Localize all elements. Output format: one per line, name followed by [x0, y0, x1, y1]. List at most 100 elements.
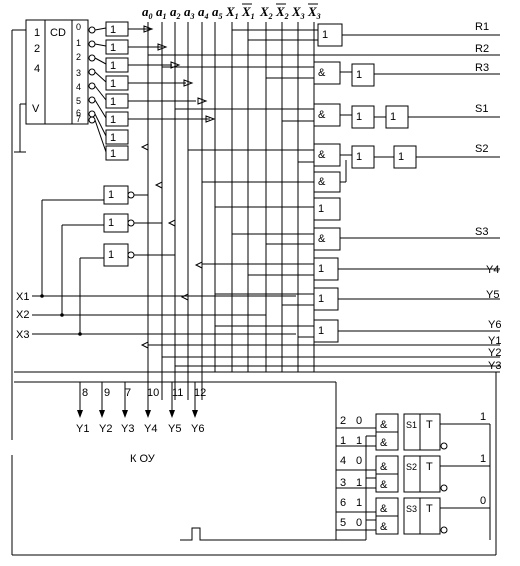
trig-left-4: 3	[340, 477, 346, 489]
y4-or-sym: 1	[318, 263, 324, 275]
out-s3: S3	[475, 226, 488, 238]
trig-and-sym-5: &	[380, 503, 388, 515]
out-y4: Y4	[486, 264, 499, 276]
out-y3: Y3	[488, 360, 501, 372]
bottom-out-y6: Y6	[191, 423, 204, 435]
decoder-out-3: 3	[76, 68, 81, 78]
y5-or-sym: 1	[318, 293, 324, 305]
trig-and-sym-4: &	[380, 479, 388, 491]
input-x2: X2	[16, 309, 29, 321]
mid-gate-sym-3: 1	[108, 249, 114, 261]
input-x1: X1	[16, 291, 29, 303]
left-inputs: X1 X2 X3	[16, 291, 296, 341]
s2-or-sym-2: 1	[398, 151, 404, 163]
left-gate-sym-4: 1	[110, 78, 116, 90]
left-gate-sym-5: 1	[110, 96, 116, 108]
decoder-input-v: V	[32, 103, 40, 115]
out-y1: Y1	[488, 335, 501, 347]
s2-or-sym-3: 1	[318, 203, 324, 215]
bus-label-a5: a5	[212, 4, 223, 21]
bottom-out-y4: Y4	[144, 423, 157, 435]
trig-left-6: 5	[340, 517, 346, 529]
trig-t-3: T	[426, 503, 433, 515]
decoder-out-1: 1	[76, 38, 81, 48]
trig-mid-4: 1	[356, 477, 362, 489]
bus-label-a0: a0	[142, 4, 153, 21]
bottom-num-12: 12	[194, 387, 206, 399]
trigger-block: & & & & & & S1 S2 S3 T T T 1 1 0 2 0 1 1…	[206, 411, 491, 541]
bus-label-a1: a1	[156, 4, 167, 21]
bus-label-x3: X3	[291, 4, 305, 21]
trig-left-3: 4	[340, 455, 346, 467]
bottom-out-y5: Y5	[168, 423, 181, 435]
bus-label-a3: a3	[184, 4, 195, 21]
decoder-out-4: 4	[76, 82, 81, 92]
bus-label-x2-bar: X2	[275, 4, 289, 21]
out-r2: R2	[475, 43, 489, 55]
s1-and-sym: &	[318, 109, 326, 121]
mid-gate-sym-2: 1	[108, 217, 114, 229]
bus-labels: a0 a1 a2 a3 a4 a5 X1 X1 X2 X2 X3 X3	[142, 3, 321, 21]
trig-s2: S2	[406, 462, 417, 472]
r3-and-sym: &	[318, 67, 326, 79]
out-y6: Y6	[488, 319, 501, 331]
left-gate-sym-8: 1	[110, 148, 116, 160]
trig-and-sym-1: &	[380, 419, 388, 431]
trig-mid-6: 0	[356, 517, 362, 529]
decoder-out-0: 0	[76, 22, 81, 32]
trig-mid-5: 1	[356, 497, 362, 509]
decoder-input-2: 2	[34, 43, 40, 55]
decoder-out-7: 7	[76, 114, 81, 124]
bottom-num-8: 8	[82, 387, 88, 399]
vertical-bus-lines	[147, 22, 315, 400]
trig-out-1: 1	[480, 411, 486, 423]
out-y2: Y2	[488, 347, 501, 359]
bus-label-a4: a4	[198, 4, 209, 21]
bottom-out-y1: Y1	[76, 423, 89, 435]
bottom-num-9: 9	[104, 387, 110, 399]
decoder-out-2: 2	[76, 52, 81, 62]
out-s1: S1	[475, 103, 488, 115]
left-gate-sym-7: 1	[110, 132, 116, 144]
r3-or-sym: 1	[356, 69, 362, 81]
trig-s3: S3	[406, 504, 417, 514]
bus-label-x1: X1	[225, 4, 239, 21]
bottom-num-7: 7	[125, 387, 131, 399]
right-gate-network: 1 & 1 & 1 1 & 1 1	[148, 23, 500, 367]
decoder-input-1: 1	[34, 27, 40, 39]
middle-left-gates: 1 1 1	[41, 185, 175, 335]
trig-mid-2: 1	[356, 435, 362, 447]
bottom-num-10: 10	[147, 387, 159, 399]
out-r3: R3	[475, 62, 489, 74]
s1-or-sym-1: 1	[356, 111, 362, 123]
input-x3: X3	[16, 329, 29, 341]
trig-s1: S1	[406, 420, 417, 430]
bottom-outputs: 8 9 7 10 11 12 Y1 Y2 Y3 Y4 Y5 Y6 К ОУ	[76, 382, 206, 465]
clock-pulse-icon	[180, 527, 206, 541]
out-y5: Y5	[486, 289, 499, 301]
center-label: К ОУ	[130, 453, 156, 465]
right-output-labels: R1 R2 R3 S1 S2 S3 Y4 Y5 Y6 Y1 Y2 Y3	[475, 21, 501, 372]
out-r1: R1	[475, 21, 489, 33]
mid-gate-sym-1: 1	[108, 189, 114, 201]
decoder-out-5: 5	[76, 96, 81, 106]
s2-and-sym-2: &	[318, 176, 326, 188]
trig-and-sym-6: &	[380, 521, 388, 533]
trig-out-3: 0	[480, 495, 486, 507]
y6-or-sym: 1	[318, 325, 324, 337]
left-gate-sym-2: 1	[110, 42, 116, 54]
left-gate-sym-3: 1	[110, 60, 116, 72]
s2-and-sym: &	[318, 149, 326, 161]
out-s2: S2	[475, 143, 488, 155]
s2-or-sym-1: 1	[356, 151, 362, 163]
trig-out-2: 1	[480, 453, 486, 465]
s1-or-sym-2: 1	[390, 111, 396, 123]
bus-label-a2: a2	[170, 4, 181, 21]
r1-gate-sym: 1	[322, 29, 328, 41]
bottom-out-y3: Y3	[121, 423, 134, 435]
trig-mid-3: 0	[356, 455, 362, 467]
bus-diodes	[140, 25, 216, 349]
trig-left-5: 6	[340, 497, 346, 509]
left-gate-sym-6: 1	[110, 114, 116, 126]
